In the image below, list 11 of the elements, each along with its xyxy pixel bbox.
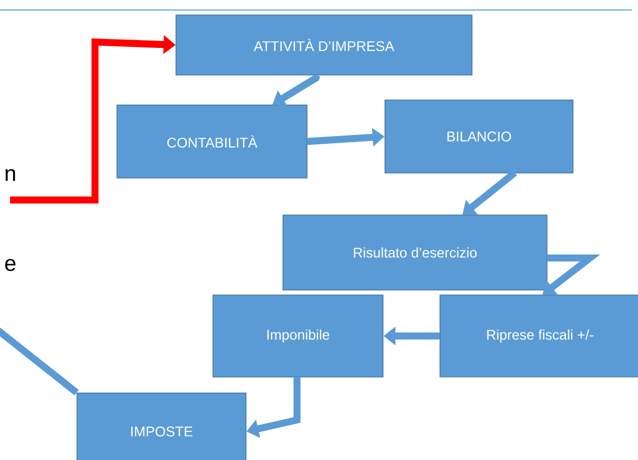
connector-bar — [0, 325, 79, 396]
process-box: Imponibile — [212, 294, 384, 378]
arrow — [542, 254, 600, 295]
process-box: Risultato d’esercizio — [282, 214, 548, 290]
text-fragment: n — [6, 169, 16, 181]
process-box: CONTABILITÀ — [116, 104, 308, 178]
process-box: IMPOSTE — [76, 392, 246, 460]
process-box: BILANCIO — [384, 100, 574, 174]
text-fragment: e — [5, 258, 16, 272]
process-box: Riprese fiscali +/- — [440, 294, 638, 378]
process-box: ATTIVITÀ D’IMPRESA — [176, 14, 472, 76]
